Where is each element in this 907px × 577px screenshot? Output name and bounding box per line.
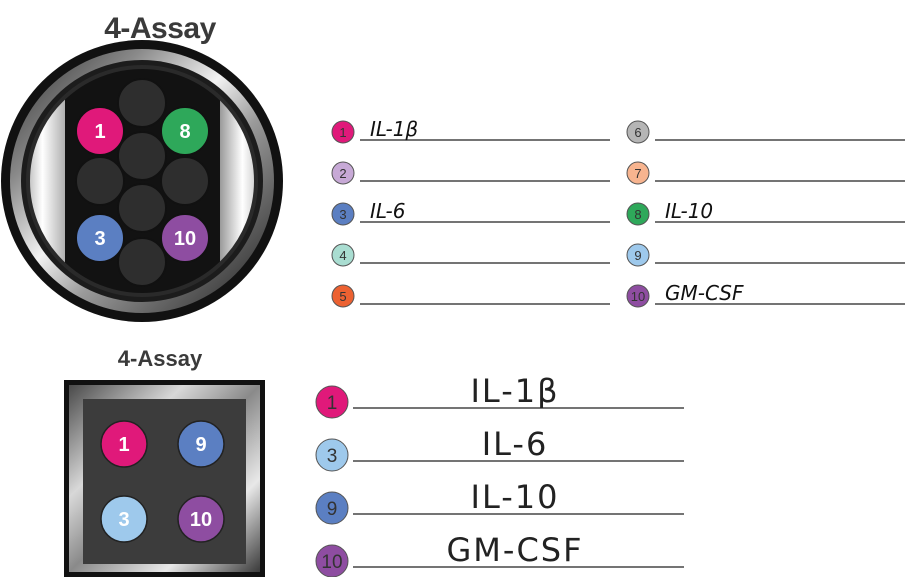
legend-swatch: [626, 120, 650, 144]
legend-swatch: [331, 120, 355, 144]
legend-number: 5: [339, 289, 346, 304]
assay-spot: [75, 213, 125, 263]
legend-number: 1: [327, 393, 338, 414]
legend-number: 9: [634, 248, 641, 263]
legend-swatch: [626, 243, 650, 267]
assay-spot: [75, 106, 125, 156]
empty-well: [160, 156, 210, 206]
legend-number: 1: [339, 125, 346, 140]
square-plate: [64, 380, 265, 577]
assay-spot-label: 9: [195, 434, 206, 456]
assay-spot-label: 1: [94, 121, 105, 143]
legend-swatch: [626, 284, 650, 308]
empty-well: [75, 156, 125, 206]
assay-spot-label: 10: [190, 509, 212, 531]
legend-number: 9: [327, 499, 338, 520]
analyte-name: IL-10: [665, 199, 713, 223]
legend-number: 6: [634, 125, 641, 140]
empty-well: [117, 78, 167, 128]
legend-number: 3: [339, 207, 346, 222]
legend-swatch: [626, 202, 650, 226]
assay-spot: [177, 420, 225, 468]
assay-spot: [177, 495, 225, 543]
legend-swatch: [626, 161, 650, 185]
assay-spot-label: 3: [118, 509, 129, 531]
empty-well: [117, 183, 167, 233]
analyte-name: GM-CSF: [446, 531, 583, 569]
legend-swatch: [315, 544, 349, 577]
assay-spot: [100, 495, 148, 543]
top-plate-title: 4-Assay: [104, 12, 216, 45]
legend-swatch: [315, 438, 349, 472]
assay-spot: [160, 106, 210, 156]
legend-number: 7: [634, 166, 641, 181]
assay-spot: [160, 213, 210, 263]
legend-swatch: [331, 161, 355, 185]
analyte-name: IL-10: [471, 478, 560, 516]
legend-number: 3: [327, 446, 338, 467]
top-legend: 1 IL-1β 2 3 IL-6 4 5 6 7 8 IL-10 9 10 GM-CSF: [331, 117, 905, 308]
legend-swatch: [331, 243, 355, 267]
empty-well: [117, 131, 167, 181]
square-plate-spots: 1 9 3 10: [100, 420, 225, 543]
legend-swatch: [331, 284, 355, 308]
analyte-name: IL-1β: [470, 372, 559, 410]
assay-spot-label: 1: [118, 434, 129, 456]
legend-swatch: [331, 202, 355, 226]
analyte-name: IL-1β: [370, 117, 418, 141]
legend-number: 8: [634, 207, 641, 222]
analyte-name: IL-6: [482, 425, 549, 463]
assay-spot-label: 3: [94, 228, 105, 250]
analyte-name: GM-CSF: [665, 281, 744, 305]
assay-spot-label: 8: [179, 121, 190, 143]
assay-spot-label: 10: [174, 228, 196, 250]
legend-number: 10: [321, 552, 342, 573]
legend-number: 10: [631, 289, 645, 304]
legend-number: 2: [339, 166, 346, 181]
empty-well: [117, 237, 167, 287]
assay-spot: [100, 420, 148, 468]
round-plate-spots: 1 8 3 10: [75, 78, 210, 287]
legend-swatch: [315, 385, 349, 419]
legend-swatch: [315, 491, 349, 525]
bottom-legend: 1 IL-1β 3 IL-6 9 IL-10 10 GM-CSF: [315, 372, 684, 577]
legend-number: 4: [339, 248, 346, 263]
analyte-name: IL-6: [370, 199, 405, 223]
bottom-plate-title: 4-Assay: [117, 346, 203, 371]
